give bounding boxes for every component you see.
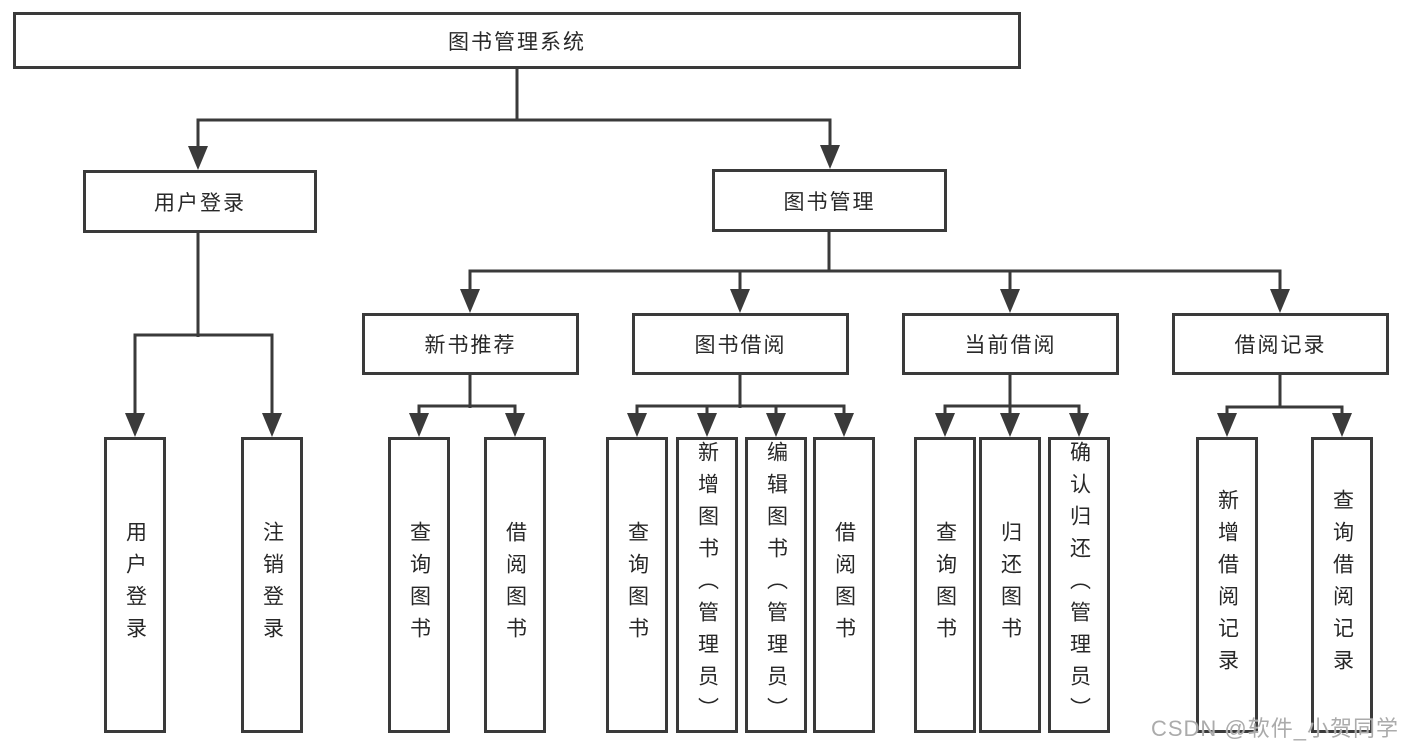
node-label: 新增图书（管理员）: [695, 441, 719, 729]
edge-recommend-branch: [417, 404, 517, 416]
node-user-login: 用户登录: [83, 170, 317, 233]
leaf-return-book: 归还图书: [979, 437, 1041, 733]
arrow-icon: [125, 413, 145, 437]
edge-userlogin-branch: [133, 333, 274, 416]
node-label: 新书推荐: [424, 334, 517, 357]
node-label: 图书借阅: [694, 334, 787, 357]
node-label: 借阅图书: [832, 521, 856, 649]
leaf-edit-book-admin: 编辑图书（管理员）: [745, 437, 807, 733]
edge-bookmgmt-branch: [468, 269, 1282, 292]
node-label: 图书管理: [783, 190, 876, 214]
node-label: 查询借阅记录: [1330, 489, 1354, 681]
edge-current-branch: [943, 404, 1081, 416]
csdn-watermark: CSDN @软件_小贺同学: [1150, 716, 1399, 741]
node-label: 图书管理系统: [448, 30, 586, 54]
leaf-logout: 注销登录: [241, 437, 303, 733]
leaf-query-book-2: 查询图书: [606, 437, 668, 733]
arrowheads: [125, 145, 1352, 437]
node-label: 查询图书: [933, 521, 957, 649]
arrow-icon: [627, 413, 647, 437]
leaf-borrow-book-2: 借阅图书: [813, 437, 875, 733]
node-book-borrow: 图书借阅: [632, 313, 849, 375]
node-label: 借阅记录: [1234, 334, 1327, 357]
leaf-query-book-1: 查询图书: [388, 437, 450, 733]
leaf-confirm-return-admin: 确认归还（管理员）: [1048, 437, 1110, 733]
arrow-icon: [188, 146, 208, 170]
edge-borrow-branch: [635, 404, 846, 416]
arrow-icon: [834, 413, 854, 437]
node-new-book-recommend: 新书推荐: [362, 313, 579, 375]
node-label: 确认归还（管理员）: [1067, 441, 1091, 729]
arrow-icon: [1000, 413, 1020, 437]
node-label: 新增借阅记录: [1215, 489, 1239, 681]
node-label: 当前借阅: [964, 334, 1057, 357]
node-label: 用户登录: [154, 191, 246, 215]
arrow-icon: [460, 289, 480, 313]
arrow-icon: [505, 413, 525, 437]
arrow-icon: [1217, 413, 1237, 437]
node-label: 借阅图书: [503, 521, 527, 649]
leaf-add-book-admin: 新增图书（管理员）: [676, 437, 738, 733]
node-label: 编辑图书（管理员）: [764, 441, 788, 729]
arrow-icon: [1000, 289, 1020, 313]
arrow-icon: [730, 289, 750, 313]
node-label: 用户登录: [123, 521, 147, 649]
arrow-icon: [935, 413, 955, 437]
leaf-query-borrow-record: 查询借阅记录: [1311, 437, 1373, 733]
leaf-add-borrow-record: 新增借阅记录: [1196, 437, 1258, 733]
edge-record-branch: [1225, 405, 1344, 416]
edge-root-branch: [196, 118, 832, 150]
node-label: 查询图书: [407, 521, 431, 649]
node-label: 注销登录: [260, 521, 284, 649]
arrow-icon: [1332, 413, 1352, 437]
arrow-icon: [820, 145, 840, 169]
node-current-borrow: 当前借阅: [902, 313, 1119, 375]
arrow-icon: [1270, 289, 1290, 313]
node-borrow-record: 借阅记录: [1172, 313, 1389, 375]
node-label: 查询图书: [625, 521, 649, 649]
arrow-icon: [766, 413, 786, 437]
leaf-user-login: 用户登录: [104, 437, 166, 733]
node-book-management: 图书管理: [712, 169, 947, 232]
node-label: 归还图书: [998, 521, 1022, 649]
arrow-icon: [262, 413, 282, 437]
arrow-icon: [1069, 413, 1089, 437]
arrow-icon: [409, 413, 429, 437]
node-root-system: 图书管理系统: [13, 12, 1021, 69]
arrow-icon: [697, 413, 717, 437]
leaf-query-book-3: 查询图书: [914, 437, 976, 733]
leaf-borrow-book-1: 借阅图书: [484, 437, 546, 733]
